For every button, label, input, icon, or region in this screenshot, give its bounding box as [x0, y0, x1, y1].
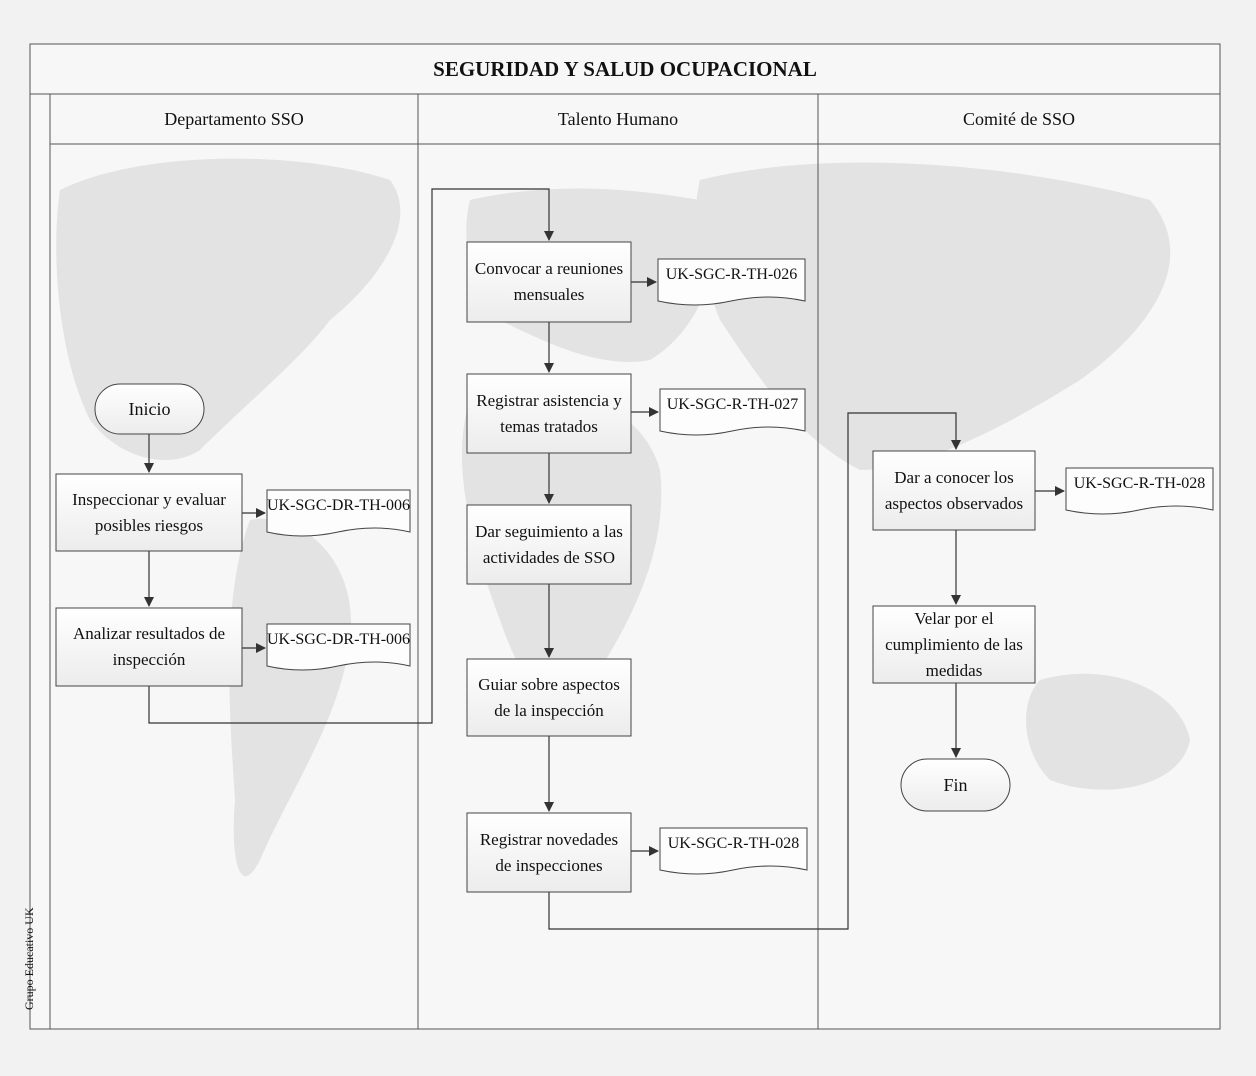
registrar-novedades-label: Registrar novedades de inspecciones: [479, 829, 619, 875]
document-shape-registrar-novedades: [659, 827, 808, 875]
process-convocar: [466, 241, 632, 323]
registrar-asistencia-label: Registrar asistencia y temas tratados: [476, 390, 622, 436]
side-label: Grupo Educativo UK: [22, 907, 36, 1010]
document-shape-inspeccionar: [266, 489, 411, 537]
document-shape-analizar: [266, 623, 411, 671]
doc-registrar-novedades-label: UK-SGC-R-TH-028: [667, 835, 800, 852]
analizar-label: Analizar resultados de inspección: [73, 624, 225, 669]
process-dar-seguimiento: [466, 504, 632, 585]
end-terminator: [900, 758, 1011, 812]
doc-analizar-label: UK-SGC-DR-TH-006: [266, 631, 411, 648]
lane-title-talento-humano: Talento Humano: [557, 108, 679, 129]
document-shape-convocar: [657, 258, 806, 306]
velar-label: Velar por el cumplimiento de las medidas: [885, 608, 1023, 680]
process-registrar-asistencia: [466, 373, 632, 454]
process-dar-a-conocer: [872, 450, 1036, 531]
process-velar: [872, 605, 1036, 684]
start-terminator: [94, 383, 205, 435]
process-guiar: [466, 658, 632, 737]
doc-dar-a-conocer-label: UK-SGC-R-TH-028: [1073, 475, 1206, 492]
lane-title-departamento-sso: Departamento SSO: [164, 108, 304, 129]
document-shape-dar-a-conocer: [1065, 467, 1214, 515]
document-shape-registrar-asistencia: [659, 388, 806, 436]
lane-title-comite-sso: Comité de SSO: [962, 108, 1075, 129]
process-analizar: [55, 607, 243, 687]
dar-a-conocer-label: Dar a conocer los aspectos observados: [884, 467, 1024, 513]
convocar-label: Convocar a reuniones mensuales: [474, 259, 624, 304]
dar-seguimiento-label: Dar seguimiento a las actividades de SSO: [475, 521, 623, 567]
diagram-title: SEGURIDAD Y SALUD OCUPACIONAL: [433, 56, 817, 81]
process-inspeccionar: [55, 473, 243, 552]
process-registrar-novedades: [466, 812, 632, 893]
start-label: Inicio: [128, 399, 171, 419]
connectors: [144, 188, 1065, 930]
doc-inspeccionar-label: UK-SGC-DR-TH-006: [266, 497, 411, 514]
doc-registrar-asistencia-label: UK-SGC-R-TH-027: [666, 396, 799, 413]
doc-convocar-label: UK-SGC-R-TH-026: [665, 266, 798, 283]
guiar-label: Guiar sobre aspectos de la inspección: [478, 674, 620, 720]
end-label: Fin: [943, 775, 968, 795]
inspeccionar-label: Inspeccionar y evaluar posibles riesgos: [72, 489, 226, 535]
